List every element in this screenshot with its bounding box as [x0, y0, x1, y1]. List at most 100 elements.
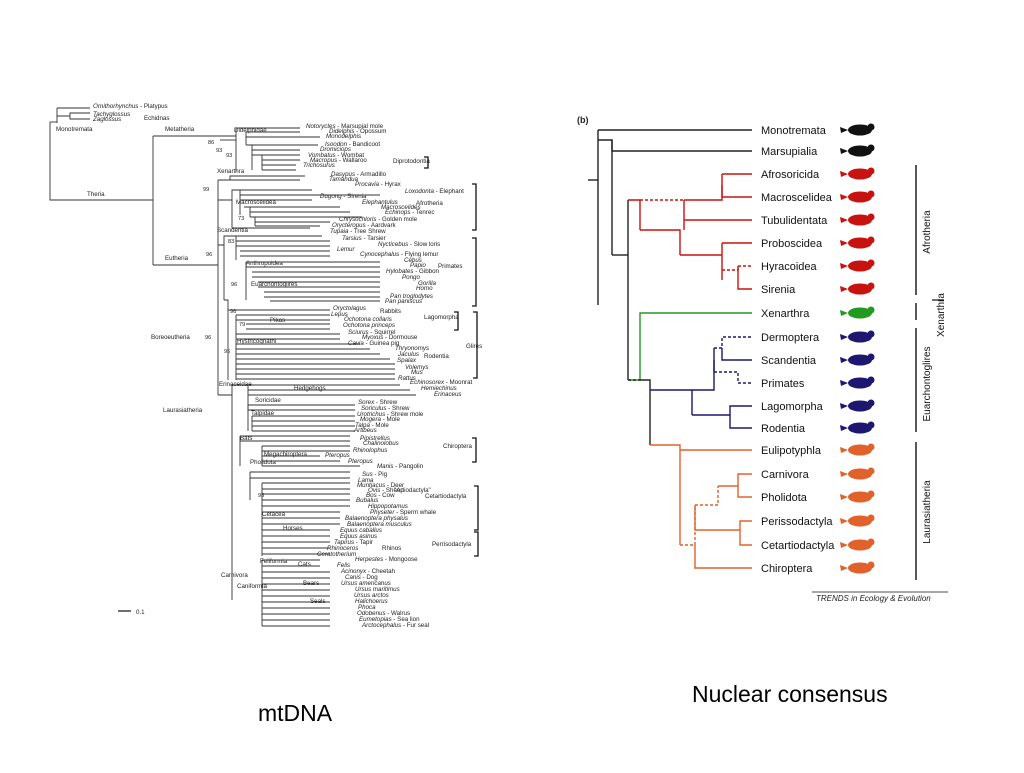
taxon-label-tubulidentata: Tubulidentata — [761, 215, 828, 227]
label-chalinolobus: Chalinolobus — [363, 440, 399, 447]
label-trichosurus: Trichosurus — [303, 162, 335, 169]
label-italic-part: Dugong — [320, 193, 342, 200]
armadillo-icon — [840, 306, 875, 319]
horse-icon — [840, 514, 875, 527]
label-pikas: Pikas — [270, 317, 285, 324]
label-italic-part: Pipistrellus — [360, 435, 390, 442]
label-96: 96 — [231, 282, 237, 288]
label-rest-part: - Dormouse — [383, 334, 418, 341]
label-italic-part: Didelphis — [329, 128, 354, 135]
label-italic-part: Pteropus — [348, 458, 373, 465]
label-cavia-guinea-pig: Cavia - Guinea pig — [348, 340, 400, 347]
label-rest-part: - Walrus — [386, 610, 411, 617]
label-italic-part: Rhinoceros — [327, 545, 358, 552]
label-rest-part: - Sirenia — [342, 193, 367, 200]
label-echinops-tenrec: Echinops - Tenrec — [385, 209, 434, 216]
label-rest-part: - Gibbon — [414, 268, 440, 275]
taxon-label-marsupialia: Marsupialia — [761, 146, 818, 158]
clade-bracket — [472, 237, 477, 307]
label-lemur: Lemur — [337, 246, 355, 253]
elephant-shrew-icon — [840, 190, 875, 203]
label-erinaceidae: Erinaceidae — [219, 381, 252, 388]
label-italic-part: Felis — [337, 562, 350, 569]
label-sus-pig: Sus - Pig — [362, 471, 388, 478]
taxon-label-perissodactyla: Perissodactyla — [761, 516, 833, 528]
icon-head — [867, 282, 875, 290]
label-hystricognathi: Hystricognathi — [237, 338, 276, 345]
nuclear-branch — [739, 530, 752, 546]
clade-label-euarchontoglires: Euarchontoglires — [922, 346, 933, 421]
branch-line — [224, 299, 330, 311]
label-ursus-arctos: Ursus arctos — [354, 592, 389, 599]
label-rest-part: - Sea lion — [392, 616, 420, 623]
label-vombatus-wombat: Vombatus - Wombat — [308, 152, 364, 159]
icon-body — [848, 260, 872, 272]
label-73: 73 — [238, 216, 244, 222]
icon-tail — [840, 334, 848, 340]
icon-body — [848, 562, 872, 574]
nuclear-branch — [650, 444, 681, 545]
label-didelphis-opossum: Didelphis - Opossum — [329, 128, 386, 135]
nuclear-branch — [650, 389, 693, 415]
label-lepus: Lepus — [331, 311, 348, 318]
icon-tail — [840, 357, 848, 363]
label-italic-part: Talpa — [355, 422, 370, 429]
label-italic-part: Mogera — [360, 416, 382, 423]
icon-head — [867, 123, 875, 131]
taxon-label-sirenia: Sirenia — [761, 284, 796, 296]
label-rest-part: - Flying lemur — [399, 251, 438, 258]
icon-body — [848, 377, 872, 389]
label-caniformia: Caniformia — [237, 583, 267, 590]
label-italic-part: Phoca — [358, 604, 376, 611]
icon-body — [848, 124, 872, 136]
icon-tail — [840, 148, 848, 154]
taxon-label-primates: Primates — [761, 378, 805, 390]
icon-tail — [840, 542, 848, 548]
label-italic-part: Odobenus — [357, 610, 386, 617]
icon-head — [867, 353, 875, 361]
clade-bracket — [474, 531, 479, 557]
label-pteropus: Pteropus — [325, 452, 350, 459]
label-italic-part: Monodelphis — [326, 133, 361, 140]
label-pholidota: Pholidota — [250, 459, 276, 466]
taxon-label-dermoptera: Dermoptera — [761, 332, 820, 344]
label-83: 83 — [228, 239, 234, 245]
nuclear-branch — [722, 265, 752, 271]
label-96: 96 — [206, 252, 212, 258]
label-soricidae: Soricidae — [255, 397, 281, 404]
label-italic-part: Tachyglossus — [93, 111, 130, 118]
label-italic-part: Pongo — [402, 274, 420, 281]
label-rest-part: - Guinea pig — [364, 340, 400, 347]
golden-mole-icon — [840, 167, 875, 180]
label-artibeus: Artibeus — [353, 427, 377, 434]
label-italic-part: Hemiechinus — [421, 385, 457, 392]
taxon-label-scandentia: Scandentia — [761, 355, 817, 367]
label-cebus: Cebus — [404, 257, 422, 264]
shrew-icon — [840, 443, 875, 456]
label-eumetopias-sea-lion: Eumetopias - Sea lion — [359, 616, 420, 623]
label-rest-part: - Armadillo — [355, 171, 387, 178]
label-0-1: 0.1 — [136, 609, 145, 616]
label-italic-part: Tapirus — [334, 539, 354, 546]
label-rest-part: - Pig — [373, 471, 388, 478]
branch-line — [49, 122, 153, 201]
label-diprotodontia: Diprotodontia — [393, 158, 430, 165]
mtdna-tree: Ornithorhynchus - PlatypusTachyglossusZa… — [49, 103, 482, 629]
taxon-label-eulipotyphla: Eulipotyphla — [761, 445, 822, 457]
icon-tail — [840, 565, 848, 571]
taxon-label-carnivora: Carnivora — [761, 469, 810, 481]
label-italic-part: Macroscelides — [381, 204, 421, 211]
label-b: (b) — [577, 115, 589, 125]
label-italic-part: Chrysochloris — [339, 216, 376, 223]
nuclear-branch — [695, 486, 719, 506]
journal-credit: TRENDS in Ecology & Evolution — [816, 594, 931, 603]
label-artiodactyla: "Artiodactyla" — [394, 487, 431, 494]
icon-body — [848, 400, 872, 412]
rabbit-icon — [840, 399, 875, 412]
cat-icon — [840, 467, 875, 480]
flying-lemur-icon — [840, 330, 875, 343]
label-italic-part: Orycteropus — [332, 222, 366, 229]
label-acinonyx-cheetah: Acinonyx - Cheetah — [340, 568, 396, 575]
label-93: 93 — [226, 153, 232, 159]
branch-line — [231, 200, 310, 229]
